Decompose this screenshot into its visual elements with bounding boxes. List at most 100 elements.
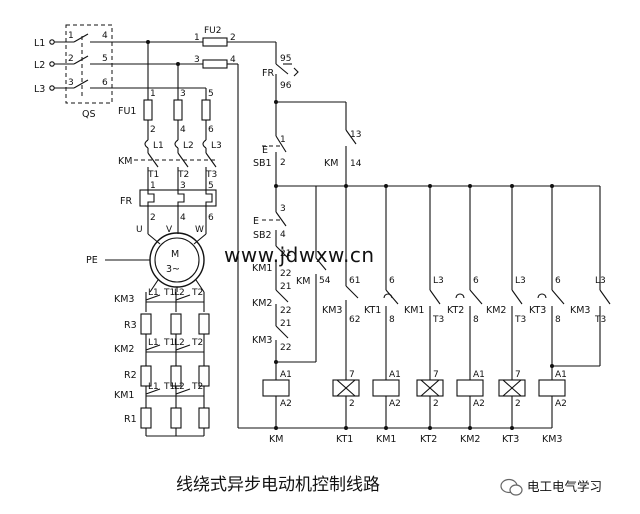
- coil-kt2-2: 2: [433, 399, 439, 409]
- ctrl-km2-21: 21: [280, 282, 291, 292]
- ctrl-km1-t3: T3: [432, 315, 444, 325]
- power-bus: [108, 40, 207, 100]
- rotor-km3-t1: T1: [163, 288, 175, 298]
- coil-kt2-7: 7: [433, 370, 439, 380]
- km-main-contacts: [134, 139, 217, 180]
- ctrl-fr-96: 96: [280, 81, 292, 91]
- ctrl-km3-l3: L3: [595, 276, 606, 286]
- ctrl-n13: 13: [350, 130, 361, 140]
- ctrl-n61: 61: [349, 276, 360, 286]
- ctrl-kt1-6: 6: [389, 276, 395, 286]
- fu2-fuses: [202, 37, 276, 428]
- rotor-km2: KM2: [114, 344, 134, 355]
- rotor-km1-t2: T2: [191, 382, 203, 392]
- wechat-icon: [500, 478, 523, 496]
- qs-term-2: 2: [68, 54, 74, 64]
- rotor-km1-l1: L1: [148, 382, 159, 392]
- motor-3phase: 3~: [166, 264, 180, 275]
- km-t1: T1: [147, 170, 159, 180]
- diagram-title: 线绕式异步电动机控制线路: [176, 475, 380, 495]
- ctrl-km2-nc: KM2: [252, 298, 272, 309]
- ctrl-km1-21: 21: [280, 249, 291, 259]
- ctrl-km2-22: 22: [280, 306, 291, 316]
- rotor-km1: KM1: [114, 390, 134, 401]
- ctrl-n4: 4: [280, 230, 286, 240]
- ctrl-e-sb2: E: [253, 216, 259, 227]
- fr-thermal-relay: [139, 180, 217, 234]
- pe-label: PE: [86, 255, 98, 266]
- coil-name-km1: KM1: [376, 434, 396, 445]
- ctrl-n14: 14: [350, 159, 362, 169]
- coil-name-kt3: KT3: [502, 434, 519, 445]
- ctrl-km-aux: KM: [324, 158, 338, 169]
- ctrl-km2-contact: KM2: [486, 305, 506, 316]
- coil-name-km2: KM2: [460, 434, 480, 445]
- ctrl-n3: 3: [280, 204, 286, 214]
- ctrl-fr-label: FR: [262, 68, 274, 79]
- coil-kt3-2: 2: [515, 399, 521, 409]
- rotor-km3-t2: T2: [191, 288, 203, 298]
- fu1-top-5: 5: [208, 89, 214, 99]
- coil-km1-a1: A1: [389, 370, 401, 380]
- ctrl-km1-22: 22: [280, 269, 291, 279]
- fu1-fuses: [143, 99, 211, 140]
- qs-switch: [65, 24, 113, 104]
- fu1-bot-4: 4: [180, 125, 186, 135]
- ctrl-km1-contact: KM1: [404, 305, 424, 316]
- coil-km-a1: A1: [280, 370, 292, 380]
- ctrl-km2-l3: L3: [515, 276, 526, 286]
- coil-km2-a1: A1: [473, 370, 485, 380]
- km-main-label: KM: [118, 156, 132, 167]
- fr-top-3: 3: [180, 181, 186, 191]
- ctrl-kt2-8: 8: [473, 315, 479, 325]
- ctrl-km-hold: KM: [296, 276, 310, 287]
- fu1-top-1: 1: [150, 89, 156, 99]
- ctrl-sb1-label: SB1: [253, 158, 272, 169]
- ctrl-km3-t3: T3: [594, 315, 606, 325]
- rotor-km1-l2: L2: [174, 382, 185, 392]
- qs-label: QS: [82, 109, 96, 120]
- qs-term-4: 4: [102, 31, 108, 41]
- control-circuit: [238, 42, 611, 430]
- fu1-bot-2: 2: [150, 125, 156, 135]
- qs-term-6: 6: [102, 78, 108, 88]
- motor-m: M: [171, 249, 179, 260]
- ctrl-km3-21: 21: [280, 319, 291, 329]
- ctrl-n2: 2: [280, 158, 286, 168]
- ctrl-n54: 54: [319, 276, 331, 286]
- ctrl-km1-nc: KM1: [252, 263, 272, 274]
- km-l1: L1: [153, 141, 164, 151]
- rotor-km3-l2: L2: [174, 288, 185, 298]
- coil-km1-a2: A2: [389, 399, 401, 409]
- coil-kt3-7: 7: [515, 370, 521, 380]
- terminal-u: U: [136, 225, 143, 235]
- coil-km-a2: A2: [280, 399, 292, 409]
- km-t3: T3: [205, 170, 217, 180]
- rotor-r3: R3: [124, 320, 137, 331]
- km-l2: L2: [183, 141, 194, 151]
- rotor-km2-l1: L1: [148, 338, 159, 348]
- fu2-term-2: 2: [230, 33, 236, 43]
- coil-kt1-2: 2: [349, 399, 355, 409]
- ctrl-n1: 1: [280, 135, 286, 145]
- fr-label: FR: [120, 196, 132, 207]
- fu2-term-3: 3: [194, 55, 200, 65]
- coil-name-km: KM: [269, 434, 283, 445]
- brand-name: 电工电气学习: [527, 479, 602, 494]
- coil-kt1-7: 7: [349, 370, 355, 380]
- rotor-km2-t1: T1: [163, 338, 175, 348]
- ctrl-sb2-label: SB2: [253, 230, 272, 241]
- ctrl-kt1-8: 8: [389, 315, 395, 325]
- ctrl-km3-22: 22: [280, 343, 291, 353]
- fr-top-1: 1: [150, 181, 156, 191]
- fu2-term-1: 1: [194, 33, 200, 43]
- km-l3: L3: [211, 141, 222, 151]
- coil-name-kt1: KT1: [336, 434, 353, 445]
- ctrl-km3-hold: KM3: [570, 305, 590, 316]
- ctrl-km3-nc: KM3: [252, 335, 272, 346]
- rotor-r1: R1: [124, 414, 137, 425]
- ctrl-n62: 62: [349, 315, 360, 325]
- fr-bot-6: 6: [208, 213, 214, 223]
- coil-name-km3: KM3: [542, 434, 562, 445]
